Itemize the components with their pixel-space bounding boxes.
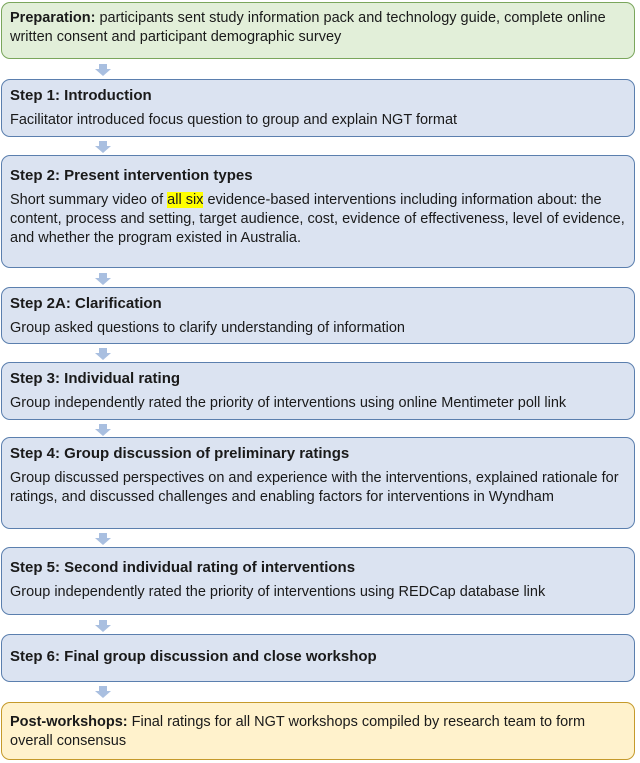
step-1-title: Step 1: Introduction — [10, 87, 152, 104]
step-1-text: Facilitator introduced focus question to… — [10, 112, 458, 128]
step-2a-title-rest: : Clarification — [65, 295, 162, 312]
step-5-box: Step 5: Second individual rating of inte… — [1, 547, 635, 615]
post-workshops-description: Final ratings for all NGT workshops comp… — [10, 714, 586, 749]
step-2-text-before: Short summary video of — [10, 192, 168, 208]
step-6-title: Step 6: Final group discussion and close… — [10, 648, 377, 665]
flow-arrow — [95, 273, 111, 285]
step-4-text: Group discussed perspectives on and expe… — [10, 470, 619, 505]
flow-arrow — [95, 348, 111, 360]
preparation-text: Preparation: participants sent study inf… — [10, 9, 626, 47]
step-4-box: Step 4: Group discussion of preliminary … — [1, 437, 635, 529]
preparation-description: participants sent study information pack… — [10, 10, 606, 45]
flow-arrow — [95, 64, 111, 76]
flow-arrow — [95, 533, 111, 545]
step-2a-title-bold: Step 2A — [10, 295, 66, 312]
step-2-highlight: all six — [167, 192, 204, 208]
step-2-text: Short summary video of all six evidence-… — [10, 191, 626, 248]
step-2-text-after: evidence-based interventions including i… — [10, 192, 625, 246]
step-5-title: Step 5: Second individual rating of inte… — [10, 559, 356, 576]
step-3-title: Step 3: Individual rating — [10, 370, 181, 387]
step-2a-box: Step 2A: Clarification Group asked quest… — [1, 287, 635, 344]
step-3-text: Group independently rated the priority o… — [10, 395, 567, 411]
preparation-label: Preparation: — [10, 10, 96, 26]
post-workshops-label: Post-workshops: — [10, 714, 128, 730]
step-1-box: Step 1: Introduction Facilitator introdu… — [1, 79, 635, 137]
flow-arrow — [95, 686, 111, 698]
post-workshops-text: Post-workshops: Final ratings for all NG… — [10, 713, 626, 751]
step-2-title: Step 2: Present intervention types — [10, 167, 253, 184]
flow-arrow — [95, 620, 111, 632]
flow-arrow — [95, 424, 111, 436]
step-3-box: Step 3: Individual rating Group independ… — [1, 362, 635, 420]
step-6-box: Step 6: Final group discussion and close… — [1, 634, 635, 682]
step-2-box: Step 2: Present intervention types Short… — [1, 155, 635, 268]
step-2a-text: Group asked questions to clarify underst… — [10, 320, 405, 336]
step-5-text: Group independently rated the priority o… — [10, 584, 546, 600]
preparation-box: Preparation: participants sent study inf… — [1, 2, 635, 59]
flow-arrow — [95, 141, 111, 153]
step-2a-title: Step 2A: Clarification — [10, 294, 626, 313]
step-4-title: Step 4: Group discussion of preliminary … — [10, 445, 350, 462]
post-workshops-box: Post-workshops: Final ratings for all NG… — [1, 702, 635, 760]
